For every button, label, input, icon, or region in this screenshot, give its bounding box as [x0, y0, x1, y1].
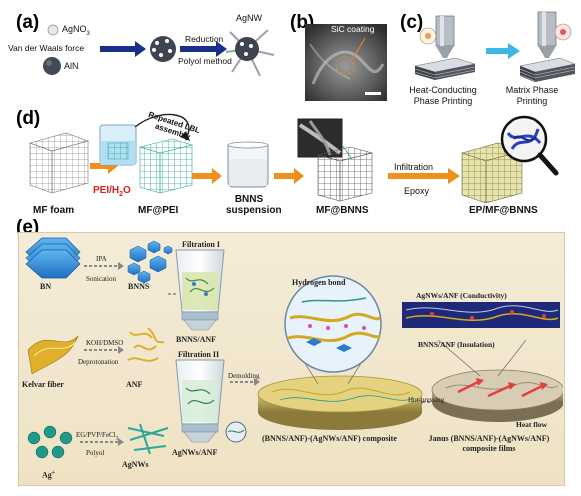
arrow-a1 [100, 41, 146, 57]
arrow-demolding [230, 378, 260, 386]
bn-hexagon-stack [25, 237, 81, 279]
mf-foam-label: MF foam [33, 205, 75, 216]
agno3-sphere [47, 24, 59, 36]
eg-pvp-label: EG/PVP/FeCl3 [76, 431, 119, 442]
panel-d-diagram [29, 113, 559, 204]
demolding-label: Demolding [228, 372, 260, 380]
deprotonation-label: Deprotonation [78, 358, 119, 366]
nozzle-2 [537, 11, 572, 58]
agnw-sphere [225, 29, 275, 77]
agnws-label: AgNWs [122, 460, 149, 469]
magnifier-icon [500, 115, 559, 176]
kevlar-fiber [27, 335, 79, 375]
filtration-cup-2 [175, 359, 247, 443]
stack-2 [519, 57, 575, 82]
panel-a-diagram [43, 24, 275, 77]
conductivity-label: AgNWs/ANF (Conductivity) [416, 291, 507, 300]
mf-pei-cube [138, 138, 194, 194]
kevlar-label: Kelvar fiber [22, 380, 64, 389]
anf-label: ANF [126, 380, 143, 389]
heat-flow-label: Heat flow [516, 420, 548, 429]
panel-e-diagram [25, 237, 563, 459]
aln-label: AlN [64, 61, 79, 71]
ag-ion-label: Ag+ [42, 470, 56, 480]
epoxy-label: Epoxy [404, 186, 430, 196]
arrow-d3 [274, 168, 304, 184]
bnns-label: BNNS [128, 282, 150, 291]
bn-label: BN [40, 282, 52, 291]
hydrogen-bond-circle [284, 275, 382, 385]
stack-1 [414, 57, 476, 80]
janus-label: Janus (BNNS/ANF)-(AgNWs/ANF)composite fi… [428, 434, 550, 453]
filtration-1-label: Filtration I [182, 240, 220, 249]
arrow-d2 [192, 168, 222, 184]
ag-ions [27, 425, 73, 459]
arrow-c [486, 43, 520, 59]
panel-c-letter: (c) [400, 12, 424, 33]
koh-label: KOH/DMSO [86, 339, 124, 347]
panel-a-letter: (a) [16, 12, 40, 33]
sonication-label: Sonication [86, 275, 116, 283]
van-der-waals-label: Van der Waals force [8, 43, 85, 53]
agnw-label: AgNW [236, 13, 263, 23]
composite-disk [257, 375, 423, 430]
hydrogen-bond-label: Hydrogen bond [292, 278, 346, 287]
bnns-beaker [227, 141, 269, 188]
arrow-a2 [180, 41, 227, 57]
arrow-d4 [388, 168, 460, 184]
bnns-flakes [127, 240, 173, 284]
hot-pressing-label: Hot-pressing [408, 396, 445, 404]
lbl-curve-arrow [134, 113, 190, 140]
panel-e-background [18, 232, 565, 486]
sem-image-b [305, 24, 387, 101]
mf-pei-label: MF@PEI [138, 205, 179, 216]
composite-label: (BNNS/ANF)-(AgNWs/ANF) composite [262, 434, 397, 443]
printing-diagram [414, 11, 575, 82]
agno3-label: AgNO3 [62, 24, 90, 37]
panel-d-letter: (d) [16, 108, 41, 129]
polyol-method-label: Polyol method [178, 56, 232, 66]
agnws-wires [127, 423, 169, 455]
polyol-label: Polyol [86, 449, 105, 457]
janus-film-disk [431, 369, 563, 422]
filtration-cup-1 [175, 249, 225, 331]
arrow-koh [84, 346, 124, 354]
aln-sphere [43, 57, 61, 75]
agnws-anf-label: AgNWs/ANF [172, 448, 218, 457]
mf-bnns-label: MF@BNNS [316, 205, 369, 216]
arrow-eg [80, 438, 124, 446]
insulation-label: BNNS/ANF (Insulation) [418, 340, 495, 349]
mf-bnns-cube [316, 146, 374, 202]
sic-coating-label: SiC coating [331, 24, 375, 34]
pei-h2o-label: PEI/H2O [93, 185, 131, 198]
layer-inset [402, 302, 560, 377]
infiltration-label: Infiltration [394, 162, 434, 172]
ipa-label: IPA [96, 255, 107, 263]
filtration-2-label: Filtration II [178, 350, 220, 359]
bnns-anf-label: BNNS/ANF [176, 335, 217, 344]
mf-foam-cube [29, 132, 89, 194]
reduction-label: Reduction [185, 34, 224, 44]
anf-fibers [127, 327, 165, 362]
arrow-ipa [84, 262, 124, 270]
nozzle-1 [419, 15, 455, 58]
ep-mf-bnns-label: EP/MF@BNNS [469, 205, 538, 216]
pei-beaker [99, 124, 137, 166]
